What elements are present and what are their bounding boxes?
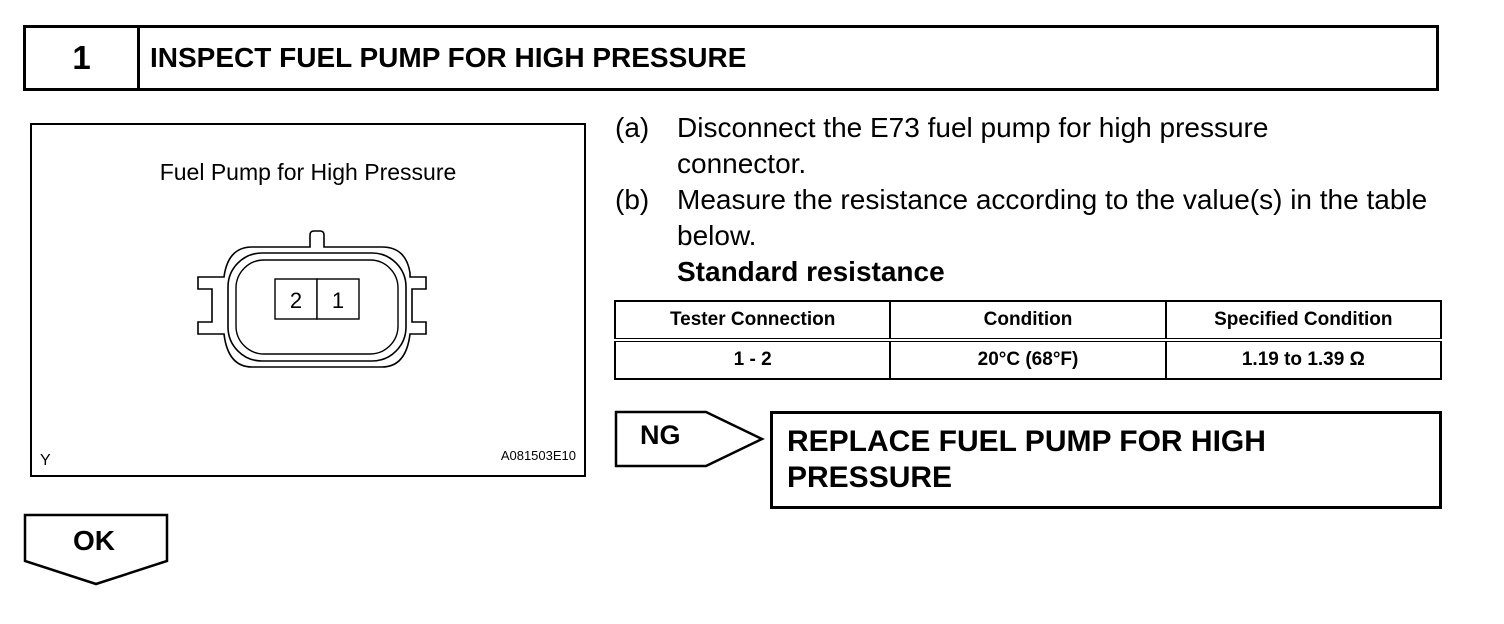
instruction-tag: (b) [615,184,650,215]
resistance-table: Tester Connection Condition Specified Co… [613,300,1443,380]
step-title: INSPECT FUEL PUMP FOR HIGH PRESSURE [150,42,747,73]
step-header: 1 INSPECT FUEL PUMP FOR HIGH PRESSURE [23,25,1439,91]
standard-heading: Standard resistance [677,256,945,287]
pin-label-1: 1 [332,288,344,313]
instructions: (a) Disconnect the E73 fuel pump for hig… [615,110,1475,290]
table-header-row: Tester Connection Condition Specified Co… [613,300,1443,342]
ng-action-line: PRESSURE [787,461,953,494]
step-number: 1 [26,28,140,88]
pin-cavity-2 [274,278,318,320]
table-header: Specified Condition [1164,300,1443,342]
ok-arrow [23,513,169,586]
figure-corner-letter: Y [40,452,51,469]
instruction-text: Disconnect the E73 fuel pump for high pr… [677,112,1269,179]
instruction-b: (b) Measure the resistance according to … [615,182,1475,254]
figure-title: Fuel Pump for High Pressure [159,159,457,185]
connector-inner-face [235,259,399,355]
connector-figure: Fuel Pump for High Pressure 2 1 Y A08150… [30,123,586,477]
table-row: 1 - 2 20°C (68°F) 1.19 to 1.39 Ω [613,339,1443,380]
table-header: Condition [889,300,1167,342]
connector-diagram: 2 1 [197,230,427,368]
connector-inner-outline [227,252,407,362]
pin-cavity-1 [316,278,360,320]
table-cell: 1 - 2 [613,339,892,380]
instruction-a: (a) Disconnect the E73 fuel pump for hig… [615,110,1475,182]
ng-action-line: REPLACE FUEL PUMP FOR HIGH [787,425,1266,458]
ok-label: OK [73,525,115,556]
table-cell: 20°C (68°F) [889,339,1167,380]
connector-housing [197,230,427,368]
instruction-tag: (a) [615,112,650,143]
pin-label-2: 2 [290,288,302,313]
ng-arrow [614,410,765,468]
instruction-text: Measure the resistance according to the … [677,184,1428,251]
table-header: Tester Connection [613,300,892,342]
ng-action-box: REPLACE FUEL PUMP FOR HIGH PRESSURE [770,411,1442,509]
ng-label: NG [640,420,681,450]
figure-code: A081503E10 [500,448,576,463]
table-cell: 1.19 to 1.39 Ω [1164,339,1443,380]
